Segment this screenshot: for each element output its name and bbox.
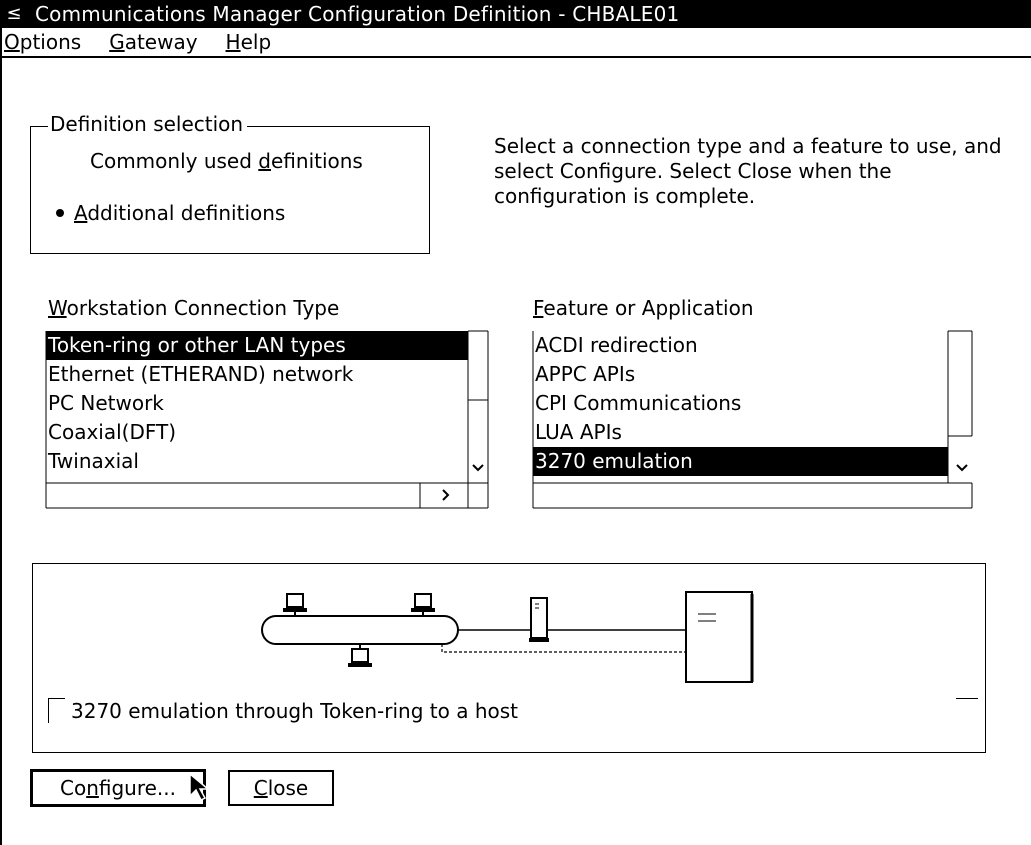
radio-additional[interactable]: Additional definitions [56, 201, 285, 225]
feature-item[interactable]: CPI Communications [535, 391, 742, 415]
menu-help-rest: elp [240, 30, 272, 54]
menu-help-mnemonic: H [225, 30, 241, 54]
mnemonic-a: A [74, 201, 88, 225]
mnemonic-n: n [86, 776, 99, 800]
gateway-icon [529, 597, 549, 642]
mnemonic-d: d [258, 149, 271, 173]
caption-checkbox[interactable] [48, 698, 65, 723]
menu-options-rest: ptions [19, 30, 82, 54]
panel-scroll-mark [956, 698, 978, 699]
menu-gateway-mnemonic: G [109, 30, 125, 54]
menu-gateway-rest: ateway [124, 30, 198, 54]
caption-row: 3270 emulation through Token-ring to a h… [48, 698, 518, 723]
close-button-label: Close [253, 776, 309, 800]
diagram-panel [32, 563, 986, 753]
close-button[interactable]: Close [228, 770, 334, 806]
chevron-down-icon[interactable] [470, 460, 486, 476]
menu-options[interactable]: Options [4, 30, 81, 54]
chevron-right-icon[interactable] [438, 487, 454, 503]
connection-type-label: Workstation Connection Type [48, 296, 340, 320]
host-icon [685, 591, 754, 683]
chevron-down-icon[interactable] [954, 460, 970, 476]
radio-commonly-used-label: Commonly used definitions [90, 149, 363, 173]
menu-bar: Options Gateway Help [0, 28, 1031, 58]
mnemonic-w: W [48, 296, 67, 320]
system-menu-icon[interactable]: ≤ [6, 3, 22, 24]
diagram-caption: 3270 emulation through Token-ring to a h… [71, 698, 518, 723]
connection-type-item[interactable]: Twinaxial [48, 449, 139, 473]
configure-button-label: Configure... [59, 776, 177, 800]
mnemonic-f: F [533, 296, 544, 320]
radio-selected-dot [56, 209, 64, 217]
workstation-icon [283, 593, 307, 616]
radio-commonly-used[interactable]: Commonly used definitions [90, 149, 363, 173]
token-ring-bus [261, 615, 459, 645]
menu-options-mnemonic: O [4, 30, 20, 54]
title-bar[interactable]: ≤ Communications Manager Configuration D… [0, 0, 1031, 28]
definition-selection-label: Definition selection [48, 112, 248, 136]
connection-type-item[interactable]: Ethernet (ETHERAND) network [48, 362, 354, 386]
mouse-pointer-icon [189, 772, 211, 802]
window-title: Communications Manager Configuration Def… [35, 2, 680, 26]
connection-type-item[interactable]: PC Network [48, 391, 164, 415]
feature-item[interactable]: APPC APIs [535, 362, 636, 386]
instructions-text: Select a connection type and a feature t… [494, 134, 1002, 208]
feature-item[interactable]: ACDI redirection [535, 333, 698, 357]
menu-help[interactable]: Help [226, 30, 272, 54]
menu-gateway[interactable]: Gateway [109, 30, 197, 54]
configure-button[interactable]: Configure... [30, 769, 206, 807]
feature-item[interactable]: 3270 emulation [533, 447, 948, 476]
feature-item[interactable]: LUA APIs [535, 420, 622, 444]
feature-label: Feature or Application [533, 296, 754, 320]
connection-type-item[interactable]: Coaxial(DFT) [48, 420, 177, 444]
connection-type-item[interactable]: Token-ring or other LAN types [46, 331, 468, 360]
workstation-icon [348, 644, 372, 667]
radio-additional-label: Additional definitions [74, 201, 286, 225]
mnemonic-c: C [253, 776, 268, 800]
workstation-icon [411, 593, 435, 616]
